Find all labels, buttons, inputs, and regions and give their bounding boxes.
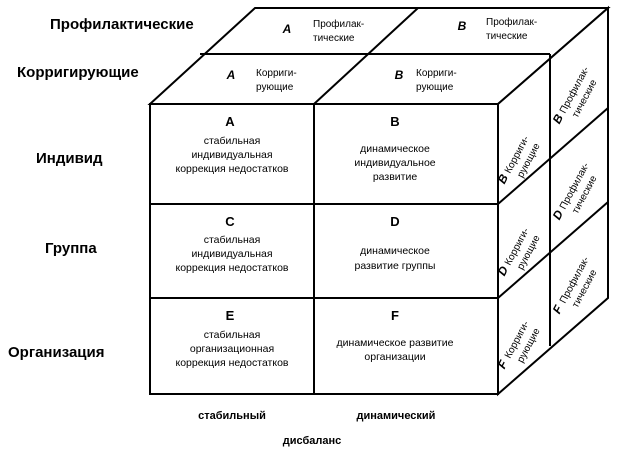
cell-letter: D (390, 214, 399, 229)
cell-text: динамическое развитие (337, 337, 454, 349)
cell-text: коррекция недостатков (175, 163, 288, 175)
cell-text: стабильная (204, 234, 261, 246)
cell-letter: A (225, 114, 235, 129)
row-label-group: Группа (45, 240, 97, 257)
cell-text: организации (364, 351, 425, 363)
axis-label-stable: стабильный (198, 410, 266, 422)
cell-text: динамическое (360, 245, 430, 257)
cell-text: развитие (373, 171, 417, 183)
front-cell-a: A стабильная индивидуальная коррекция не… (175, 114, 288, 175)
cell-letter: C (225, 214, 235, 229)
cell-text: индивидуальная (191, 248, 272, 260)
cell-text: Профилак- (313, 18, 364, 30)
front-cell-b: B динамическое индивидуальное развитие (354, 114, 435, 183)
cell-text: организационная (190, 343, 274, 355)
cell-letter: E (226, 308, 235, 323)
cube-side-face (497, 5, 609, 397)
cell-text: стабильная (204, 135, 261, 147)
axis-label-imbalance: дисбаланс (283, 435, 342, 447)
top-cell-preventive-b: B Профилак- тические (458, 16, 538, 42)
cell-text: развитие группы (355, 260, 436, 272)
cell-text: рующие (256, 82, 294, 93)
cell-letter: A (282, 22, 292, 36)
axis-label-dynamic: динамический (357, 410, 436, 422)
cell-letter: B (458, 19, 467, 33)
top-cell-corrective-a: A Корриги- рующие (226, 68, 297, 93)
front-cell-c: C стабильная индивидуальная коррекция не… (175, 214, 288, 274)
cell-text: Профилак- (486, 16, 537, 28)
row-label-preventive: Профилактические (50, 16, 194, 33)
cell-text: рующие (416, 82, 454, 93)
cell-text: индивидуальное (354, 157, 435, 169)
row-label-corrective: Корригирующие (17, 64, 139, 81)
cell-letter: B (395, 68, 404, 82)
cell-text: коррекция недостатков (175, 262, 288, 274)
row-label-organization: Организация (8, 344, 105, 361)
cell-text: динамическое (360, 143, 430, 155)
front-cell-d: D динамическое развитие группы (355, 214, 436, 272)
cell-text: Корриги- (416, 68, 457, 79)
cell-text: стабильная (204, 329, 261, 341)
row-label-individual: Индивид (36, 150, 103, 167)
front-cell-e: E стабильная организационная коррекция н… (175, 308, 288, 369)
cell-text: Корриги- (256, 68, 297, 79)
cell-text: индивидуальная (191, 149, 272, 161)
cell-letter: F (391, 308, 399, 323)
cube-front-face (149, 103, 499, 395)
cell-letter: A (226, 68, 236, 82)
top-cell-preventive-a: A Профилак- тические (282, 18, 365, 44)
cell-text: коррекция недостатков (175, 357, 288, 369)
top-cell-corrective-b: B Корриги- рующие (395, 68, 457, 93)
front-cell-f: F динамическое развитие организации (337, 308, 454, 363)
cell-text: тические (313, 33, 355, 44)
cell-letter: B (390, 114, 399, 129)
cell-text: тические (486, 31, 528, 42)
